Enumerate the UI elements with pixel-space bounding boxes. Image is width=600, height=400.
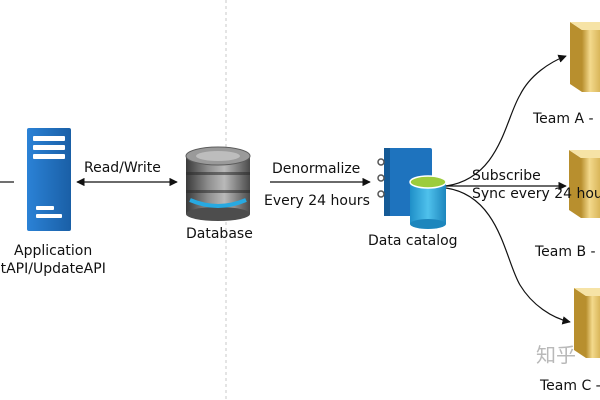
application-sublabel: etAPI/UpdateAPI <box>0 261 106 277</box>
read-write-label: Read/Write <box>84 160 161 176</box>
sync-every-24-hours-label: Sync every 24 hou <box>472 186 600 202</box>
database-icon <box>185 146 251 221</box>
subscribe-label: Subscribe <box>472 168 541 184</box>
team-c-label: Team C - <box>540 378 600 394</box>
team-c-icon <box>574 288 600 358</box>
team-a-label: Team A - <box>533 111 594 127</box>
watermark: 知乎 <box>536 343 576 367</box>
subscribe-arrow-team-a <box>445 54 567 187</box>
team-b-icon <box>569 150 600 218</box>
application-label: Application <box>14 243 93 259</box>
denormalize-label: Denormalize <box>272 161 361 177</box>
every-24-hours-label: Every 24 hours <box>264 193 370 209</box>
server-icon <box>27 128 71 231</box>
database-label: Database <box>186 226 253 242</box>
team-a-icon <box>570 22 600 92</box>
team-b-label: Team B - <box>535 244 596 260</box>
data-catalog-icon <box>377 148 447 229</box>
data-catalog-label: Data catalog <box>368 233 458 249</box>
subscribe-arrow-team-c <box>445 187 571 325</box>
